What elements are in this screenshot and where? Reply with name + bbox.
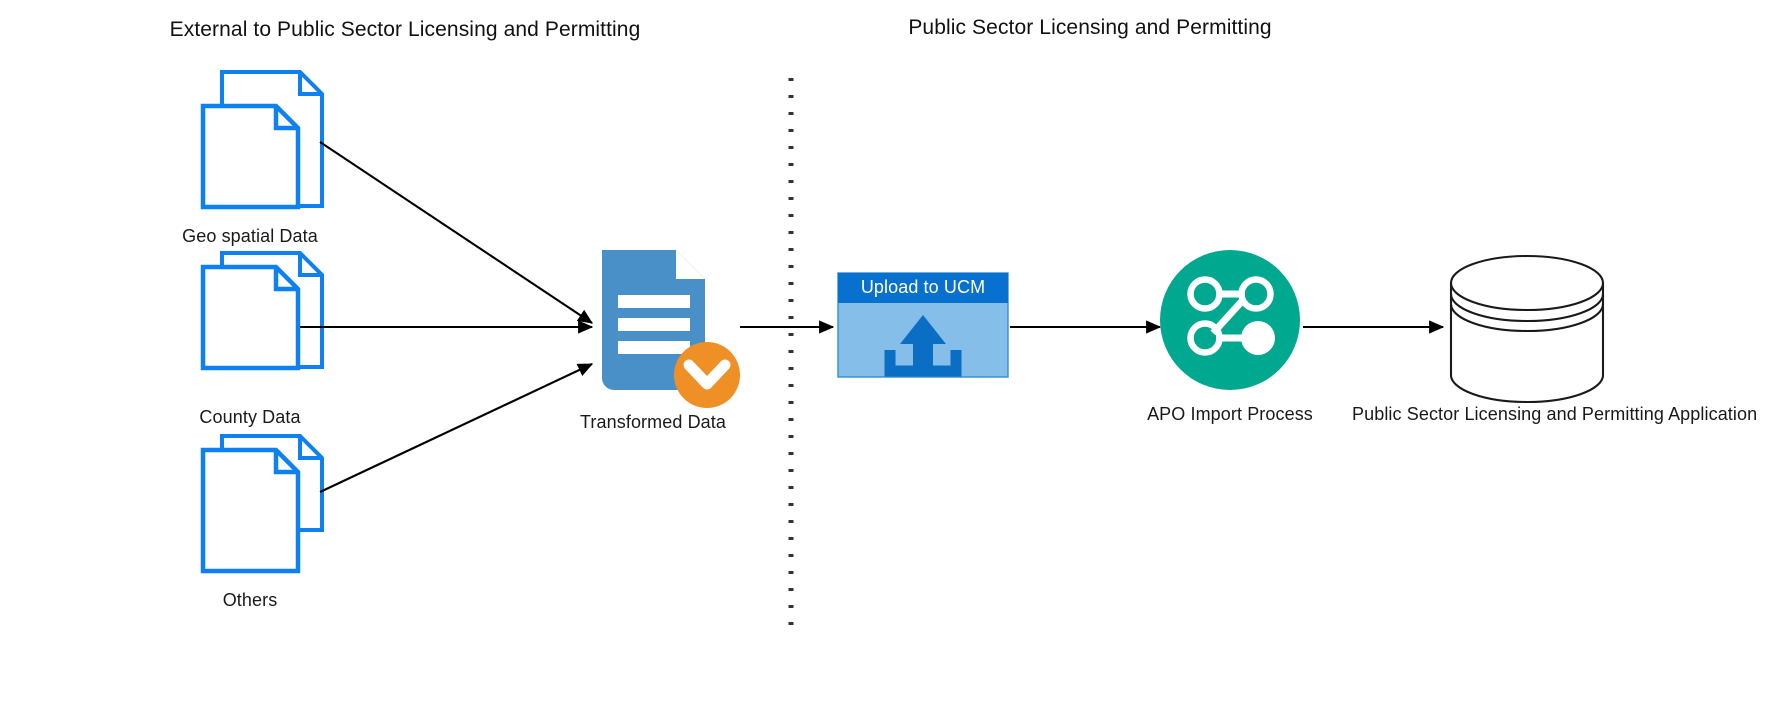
section-title-right: Public Sector Licensing and Permitting (908, 16, 1272, 39)
source-label-others: Others (222, 590, 278, 610)
check-badge-icon (674, 342, 740, 408)
source-icon-geo-spatial-data[interactable] (200, 70, 324, 210)
connector-others-to-transformed (319, 363, 594, 493)
apo-import-process-label: APO Import Process (1147, 404, 1313, 424)
source-icon-county-data[interactable] (200, 251, 324, 371)
apo-import-process-icon[interactable] (1160, 250, 1300, 390)
transformed-data-icon[interactable] (602, 250, 705, 390)
upload-arrow-icon (884, 315, 962, 377)
database-cylinder-icon[interactable] (1449, 254, 1605, 404)
source-label-county-data: County Data (199, 407, 301, 427)
section-title-left: External to Public Sector Licensing and … (169, 18, 641, 41)
network-nodes-icon (1187, 276, 1275, 356)
source-icon-others[interactable] (200, 434, 324, 574)
connector-geo-to-transformed (319, 141, 594, 324)
upload-to-ucm-box[interactable] (837, 272, 1009, 378)
upload-to-ucm-title: Upload to UCM (860, 277, 986, 297)
transformed-data-label: Transformed Data (580, 412, 726, 432)
source-label-geo-spatial-data: Geo spatial Data (182, 226, 318, 246)
database-label: Public Sector Licensing and Permitting A… (1352, 404, 1758, 424)
